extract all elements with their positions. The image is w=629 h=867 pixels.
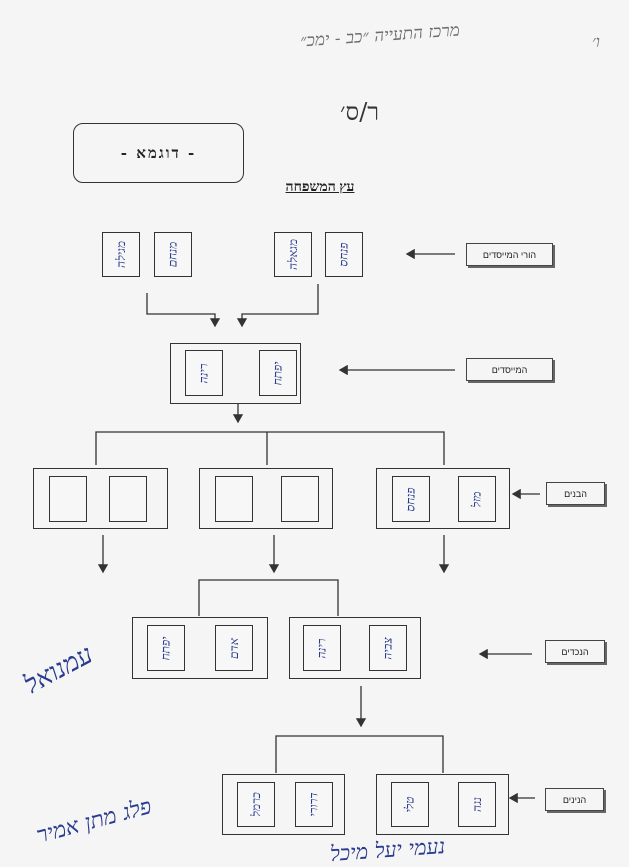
person-name: טלי: [402, 796, 417, 813]
person-name: מנחם: [165, 241, 180, 268]
label-grandchildren: הנכדים: [545, 640, 605, 663]
person-box: [109, 476, 147, 522]
person-box: [281, 476, 319, 522]
person-name: צביה: [380, 636, 395, 660]
couple-frame: [222, 774, 345, 835]
couple-frame: [132, 617, 268, 679]
person-name: מזל: [469, 490, 484, 508]
label-great-grandchildren: הנינים: [545, 788, 604, 811]
person-name: אדם: [226, 637, 241, 659]
couple-frame: [199, 468, 333, 529]
person-box: מנחם: [154, 232, 192, 277]
person-name: רינה: [196, 363, 211, 383]
person-box: צביה: [369, 625, 407, 671]
couple-frame: [376, 468, 510, 529]
person-name: רינה: [314, 638, 329, 658]
couple-frame: [376, 774, 509, 835]
person-box: רינה: [303, 625, 341, 671]
label-children: הבנים: [546, 482, 605, 505]
page-title: עץ המשפחה: [285, 180, 355, 195]
person-name: יפתח: [158, 636, 173, 660]
person-name: דרורי: [306, 792, 321, 817]
corner-note: ו׳: [592, 32, 600, 51]
person-box: פנחס: [392, 476, 430, 522]
person-box: פנחס: [325, 232, 363, 277]
person-box: טלי: [391, 782, 429, 827]
person-box: מגאלה: [274, 232, 312, 277]
person-box: רינה: [185, 350, 223, 396]
couple-frame: [289, 617, 421, 679]
date-note: ר/ס׳: [340, 98, 380, 126]
person-name: נגה: [469, 797, 484, 812]
person-box: [49, 476, 87, 522]
couple-frame: [170, 343, 301, 404]
person-box: יפתח: [147, 625, 185, 671]
person-box: דרורי: [295, 782, 333, 827]
example-label: - דוגמא -: [73, 123, 244, 183]
person-name: פנחס: [403, 486, 418, 512]
label-founders-parents: הורי המייסדים: [466, 243, 553, 266]
person-name: מגאלה: [285, 239, 300, 270]
person-name: כרמל: [248, 792, 263, 817]
label-founders: המייסדים: [466, 358, 553, 381]
person-box: יפתח: [259, 350, 297, 396]
person-box: מגילה: [102, 232, 140, 277]
person-box: נגה: [458, 782, 496, 827]
person-box: מזל: [458, 476, 496, 522]
person-box: כרמל: [237, 782, 275, 827]
person-name: יפתח: [270, 361, 285, 385]
couple-frame: [33, 468, 168, 529]
person-name: פנחס: [336, 242, 351, 267]
person-name: מגילה: [113, 241, 128, 268]
person-box: אדם: [215, 625, 253, 671]
person-box: [215, 476, 253, 522]
